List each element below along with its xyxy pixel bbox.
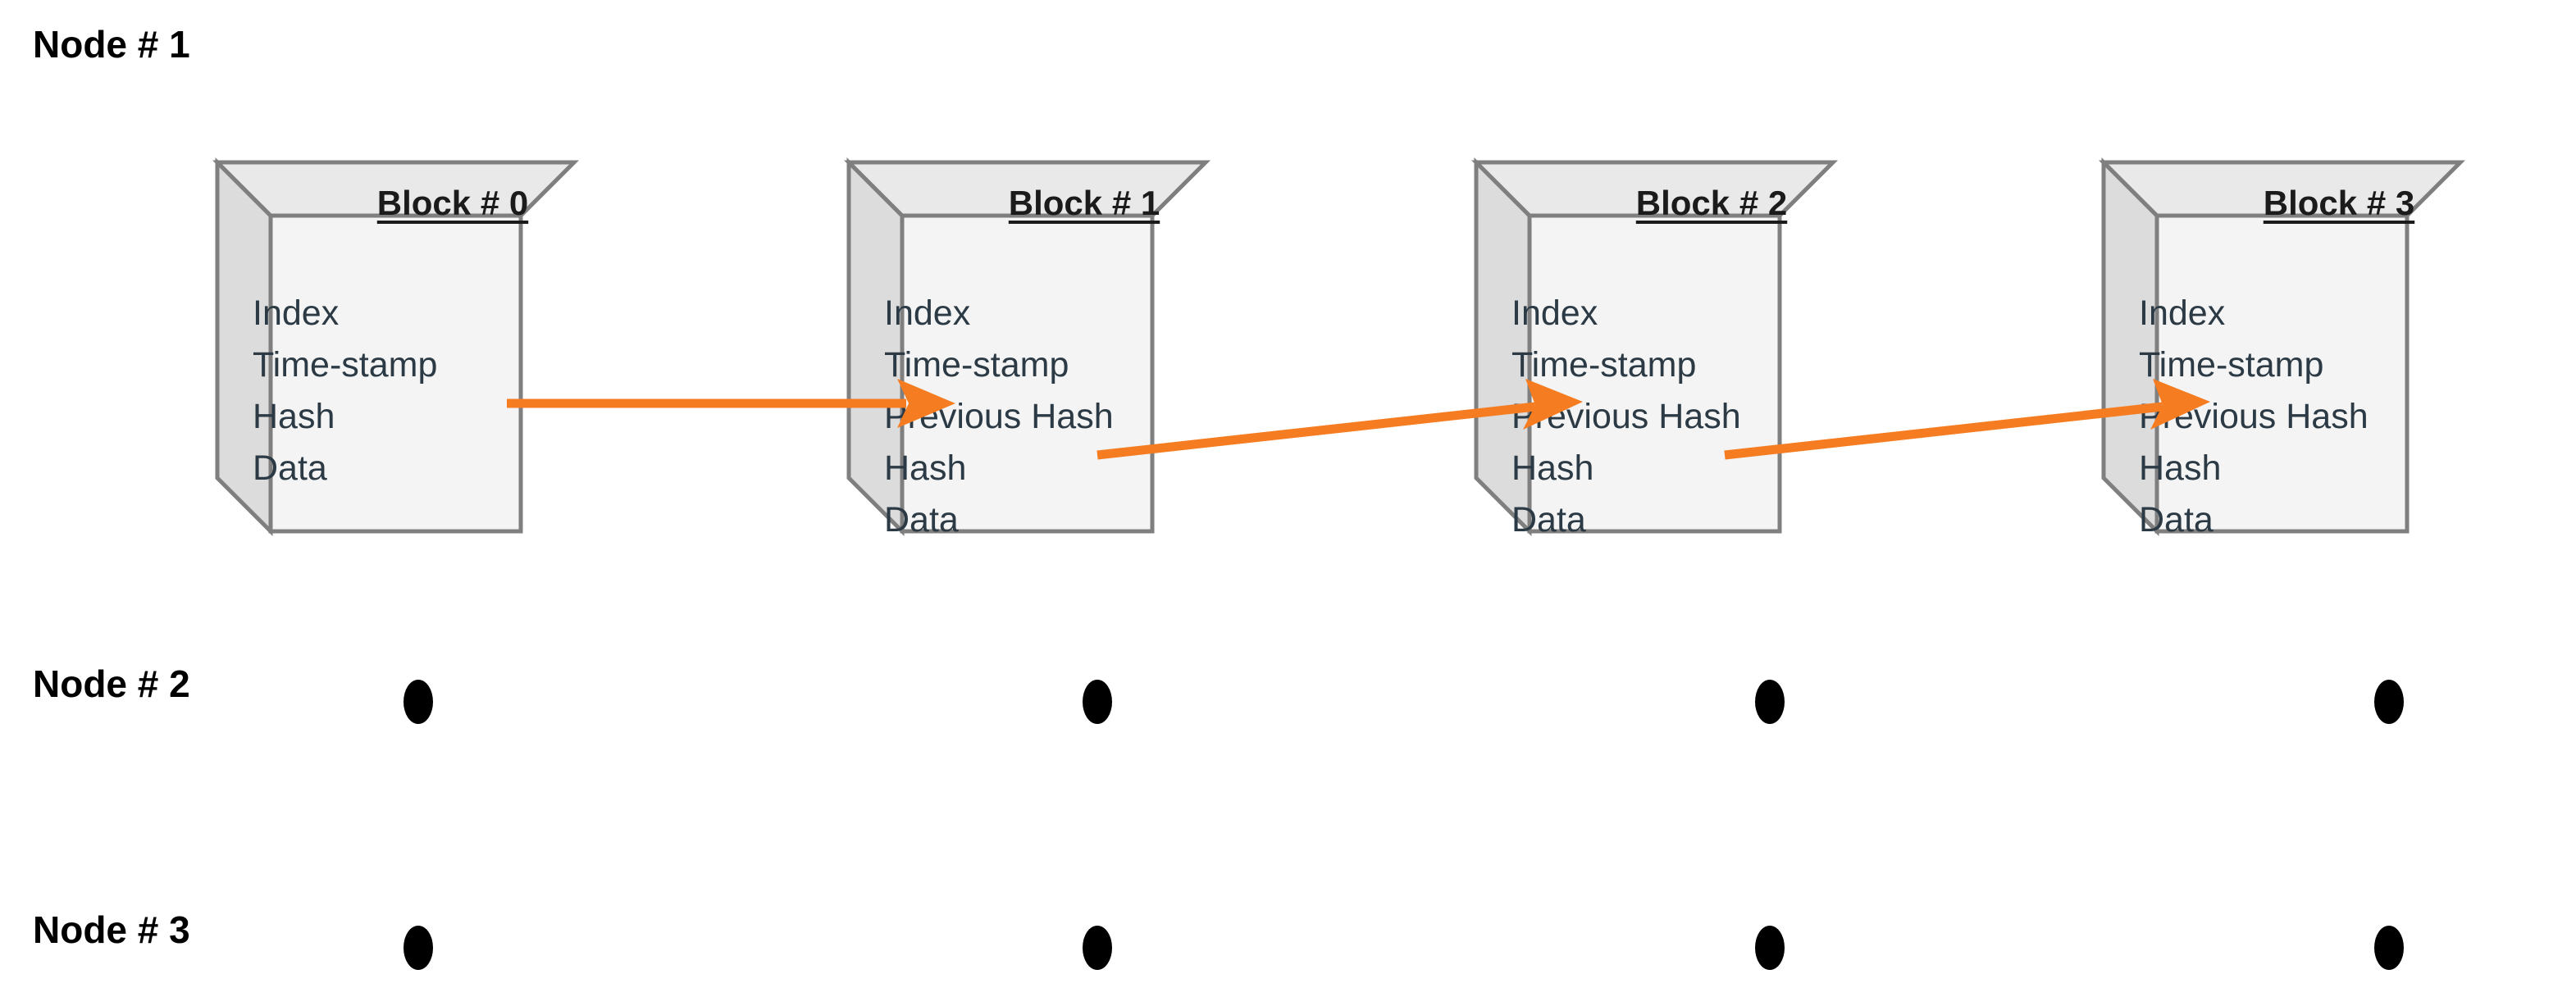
node-3-dot-3 bbox=[1755, 926, 1785, 970]
block-2-cube-shape bbox=[1470, 157, 1839, 537]
block-2-field-data: Data bbox=[1511, 500, 1586, 539]
block-2-field-timestamp: Time-stamp bbox=[1511, 345, 1697, 385]
block-0-fields: Index Time-stamp Hash Data bbox=[253, 288, 597, 494]
block-3-field-hash: Hash bbox=[2139, 448, 2222, 488]
block-1-fields: Index Time-stamp Previous Hash Hash Data bbox=[884, 288, 1229, 546]
block-1-field-timestamp: Time-stamp bbox=[884, 345, 1069, 385]
block-3-field-data: Data bbox=[2139, 500, 2214, 539]
block-1-field-hash: Hash bbox=[884, 448, 967, 488]
block-0-field-hash: Hash bbox=[253, 397, 335, 436]
node-2-dot-4 bbox=[2374, 680, 2404, 724]
block-1-field-index: Index bbox=[884, 294, 971, 333]
block-1-title: Block # 1 bbox=[1008, 184, 1160, 222]
block-1-field-previous-hash: Previous Hash bbox=[884, 397, 1114, 436]
block-3-fields: Index Time-stamp Previous Hash Hash Data bbox=[2139, 288, 2483, 546]
block-0-field-timestamp: Time-stamp bbox=[253, 345, 438, 385]
block-3-field-timestamp: Time-stamp bbox=[2139, 345, 2324, 385]
node-3-dot-4 bbox=[2374, 926, 2404, 970]
node-2-dot-3 bbox=[1755, 680, 1785, 724]
node-label-2: Node # 2 bbox=[33, 662, 190, 705]
block-1-field-data: Data bbox=[884, 500, 959, 539]
node-label-1: Node # 1 bbox=[33, 23, 190, 66]
block-1-cube-shape bbox=[843, 157, 1211, 537]
node-label-3: Node # 3 bbox=[33, 908, 190, 951]
block-3[interactable]: Block # 3 Index Time-stamp Previous Hash… bbox=[2059, 157, 2518, 568]
block-2-field-previous-hash: Previous Hash bbox=[1511, 397, 1741, 436]
block-0[interactable]: Block # 0 Index Time-stamp Hash Data bbox=[172, 157, 631, 568]
block-1[interactable]: Block # 1 Index Time-stamp Previous Hash… bbox=[804, 157, 1263, 568]
block-3-field-index: Index bbox=[2139, 294, 2226, 333]
block-0-cube-shape bbox=[212, 157, 580, 537]
block-0-title: Block # 0 bbox=[376, 184, 529, 222]
block-2-title: Block # 2 bbox=[1635, 184, 1788, 222]
block-3-field-previous-hash: Previous Hash bbox=[2139, 397, 2369, 436]
block-2-fields: Index Time-stamp Previous Hash Hash Data bbox=[1511, 288, 1856, 546]
block-0-field-data: Data bbox=[253, 448, 327, 488]
block-2-field-index: Index bbox=[1511, 294, 1598, 333]
block-3-title: Block # 3 bbox=[2263, 184, 2415, 222]
node-2-dot-2 bbox=[1083, 680, 1112, 724]
node-3-dot-2 bbox=[1083, 926, 1112, 970]
node-2-dot-1 bbox=[403, 680, 433, 724]
block-2[interactable]: Block # 2 Index Time-stamp Previous Hash… bbox=[1431, 157, 1890, 568]
node-3-dot-1 bbox=[403, 926, 433, 970]
block-2-field-hash: Hash bbox=[1511, 448, 1594, 488]
block-0-field-index: Index bbox=[253, 294, 340, 333]
